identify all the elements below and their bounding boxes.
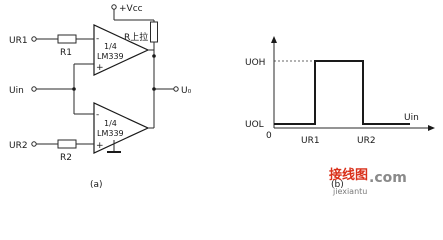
x-axis-arrow-icon xyxy=(428,125,435,131)
circuit-caption: (a) xyxy=(90,180,103,190)
comparator-bottom-minus: - xyxy=(96,110,99,120)
transfer-characteristic: UOH UOL 0 UR1 UR2 Uin (b) xyxy=(245,36,435,190)
output-junction-top xyxy=(152,54,156,58)
resistor-r1 xyxy=(57,34,77,44)
r1-label: R1 xyxy=(60,48,72,58)
comparator-top xyxy=(93,24,150,76)
comparator-top-fraction: 1/4 xyxy=(104,42,117,51)
watermark-domain: jiexiantu xyxy=(332,187,367,196)
output-waveform xyxy=(274,60,410,125)
watermark-text: 接线图 xyxy=(329,167,368,183)
comparator-bottom-part: LM339 xyxy=(97,129,124,138)
uoh-label: UOH xyxy=(245,58,265,68)
x-tick-ur1: UR1 xyxy=(301,136,320,146)
uin-input-label: Uin xyxy=(9,86,24,96)
uin-terminal xyxy=(31,86,37,92)
pullup-resistor xyxy=(150,21,158,43)
r2-label: R2 xyxy=(60,153,72,163)
uol-label: UOL xyxy=(245,120,264,130)
comparator-bottom-plus: + xyxy=(96,141,104,151)
ur1-input-label: UR1 xyxy=(9,36,28,46)
circuit-diagram-canvas: +Vcc R上拉 - + 1/4 LM339 - + 1/4 LM339 U₀ xyxy=(9,4,435,196)
y-axis-arrow-icon xyxy=(271,36,277,43)
ur2-input-label: UR2 xyxy=(9,141,28,151)
origin-label: 0 xyxy=(266,131,272,141)
watermark-suffix: .com xyxy=(369,170,407,186)
resistor-r2 xyxy=(57,139,77,149)
uin-junction xyxy=(72,87,76,91)
ur2-terminal xyxy=(31,141,37,147)
circuit-schematic: +Vcc R上拉 - + 1/4 LM339 - + 1/4 LM339 U₀ xyxy=(9,4,192,190)
output-junction xyxy=(152,87,156,91)
x-tick-ur2: UR2 xyxy=(357,136,376,146)
pullup-resistor-label: R上拉 xyxy=(124,31,148,43)
ur1-terminal xyxy=(31,36,37,42)
vcc-terminal xyxy=(111,4,117,10)
comparator-bottom xyxy=(93,102,150,154)
x-axis-label: Uin xyxy=(404,113,419,123)
vcc-label: +Vcc xyxy=(119,4,143,14)
comparator-top-minus: - xyxy=(96,34,99,44)
comparator-bottom-fraction: 1/4 xyxy=(104,119,117,128)
comparator-top-part: LM339 xyxy=(97,52,124,61)
waveform-caption: (b) xyxy=(331,180,344,190)
output-label: U₀ xyxy=(181,86,192,96)
watermark-logo: 接线图 .com jiexiantu xyxy=(329,167,407,196)
comparator-top-plus: + xyxy=(96,63,104,73)
output-terminal xyxy=(173,86,179,92)
